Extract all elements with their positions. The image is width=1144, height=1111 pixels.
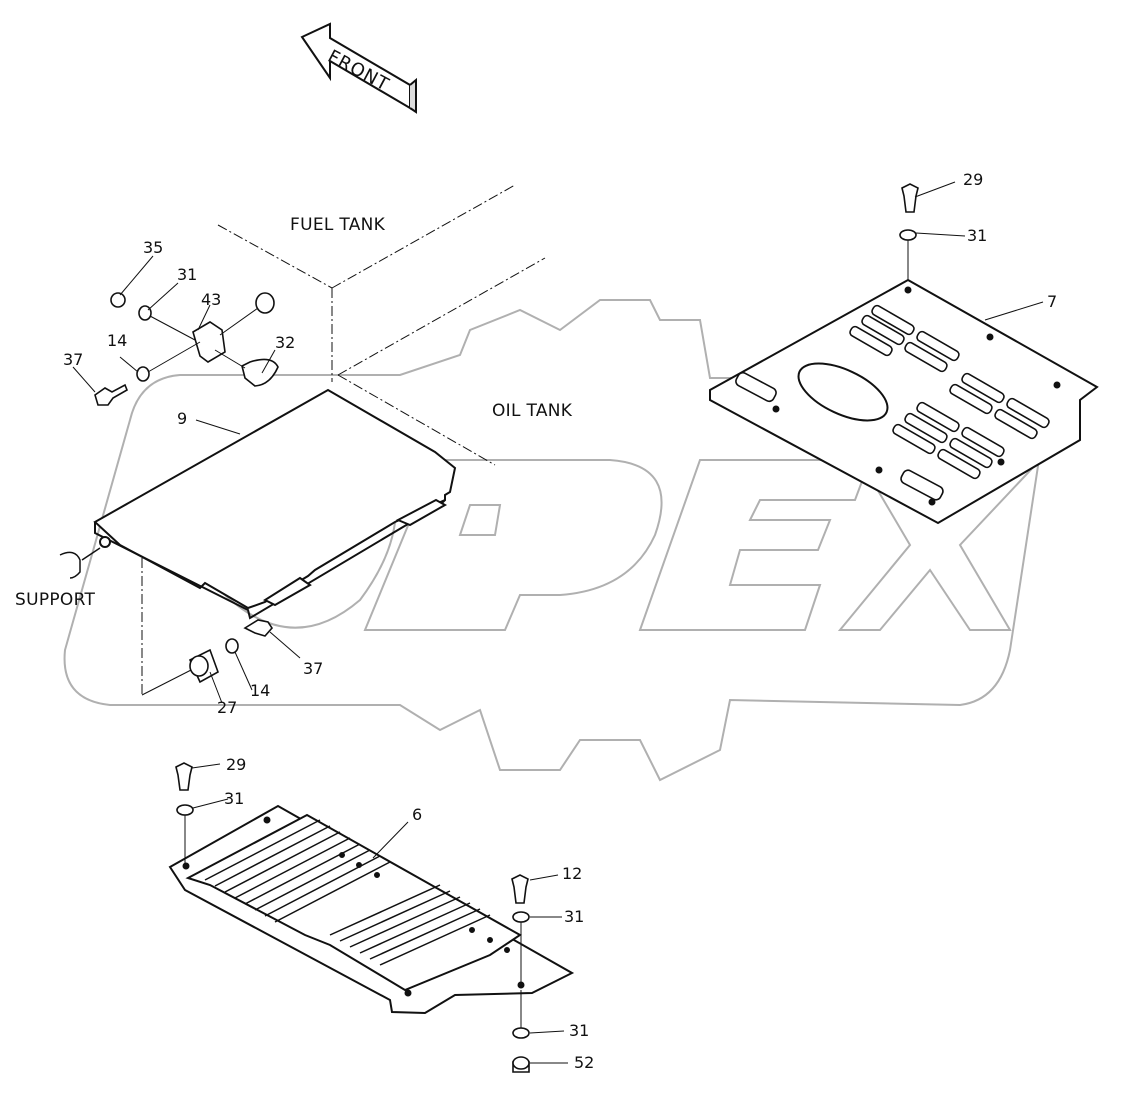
callout-14: 14 [107, 331, 128, 350]
callout-52: 52 [574, 1053, 595, 1072]
front-arrow [300, 22, 417, 114]
nut-35-icon [110, 292, 126, 308]
callout-43: 43 [201, 290, 222, 309]
callout-31: 31 [224, 789, 245, 808]
callout-12: 12 [562, 864, 583, 883]
callout-31: 31 [177, 265, 198, 284]
support-fitting [59, 547, 101, 579]
callout-35: 35 [143, 238, 164, 257]
tank-boundary-lines [119, 184, 546, 695]
part-6-plate [168, 804, 575, 1015]
support-label: SUPPORT [15, 590, 96, 610]
callout-32: 32 [275, 333, 296, 352]
part-7-plate [709, 278, 1099, 525]
callout-29: 29 [963, 170, 984, 189]
callout-37: 37 [303, 659, 324, 678]
callout-9: 9 [177, 409, 188, 428]
callout-31: 31 [967, 226, 988, 245]
callout-31: 31 [564, 907, 585, 926]
callout-37: 37 [63, 350, 84, 369]
leader-lines [72, 181, 1044, 1064]
fuel-tank-label: FUEL TANK [290, 215, 386, 235]
callout-14: 14 [250, 681, 271, 700]
callout-31: 31 [569, 1021, 590, 1040]
callout-27: 27 [217, 698, 238, 717]
oil-tank-label: OIL TANK [492, 401, 573, 421]
callout-29: 29 [226, 755, 247, 774]
part-9-plate [93, 388, 457, 620]
callout-6: 6 [412, 805, 423, 824]
callout-7: 7 [1047, 292, 1058, 311]
